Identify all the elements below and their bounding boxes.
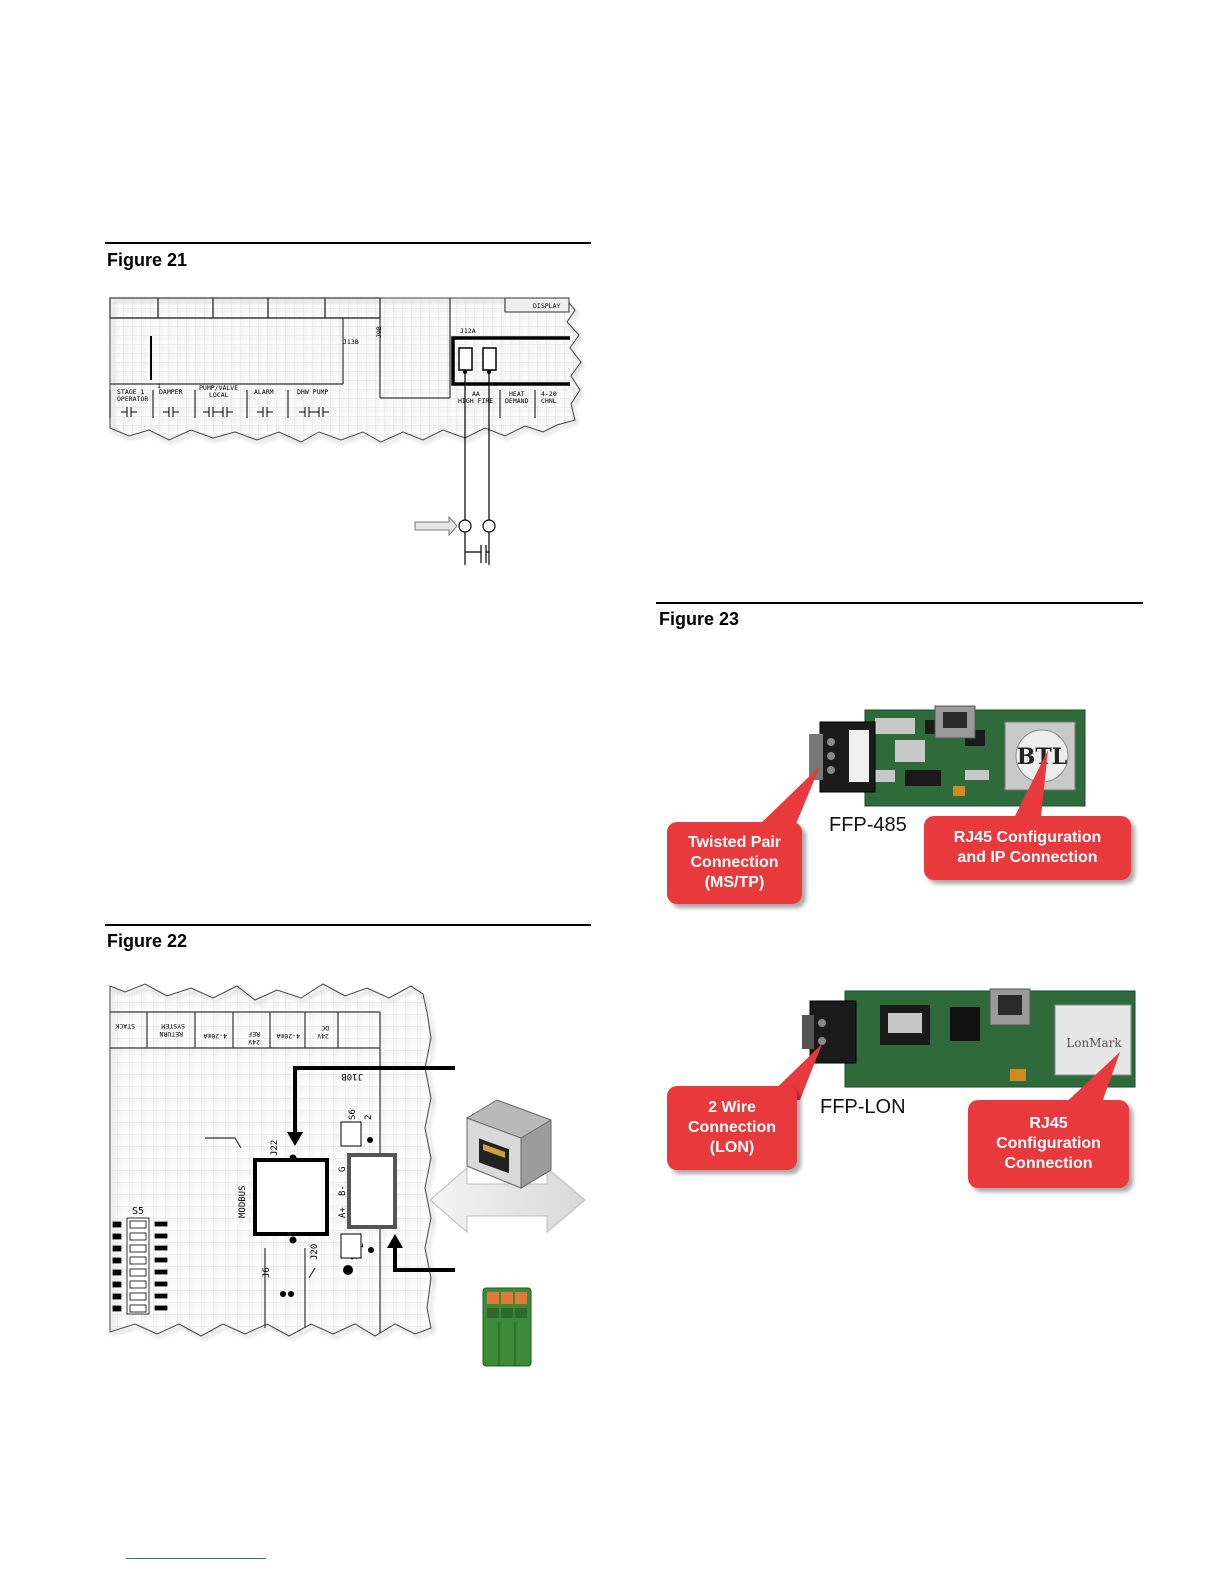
callout-twisted-pair: Twisted Pair Connection (MS/TP) <box>667 822 802 904</box>
terminal-stage1: STAGE 1 <box>117 388 144 396</box>
terminal-aa: AA <box>472 390 480 398</box>
label-return: RETURN <box>159 1030 183 1038</box>
terminal-damper: DAMPER <box>159 388 183 396</box>
j10b-label: J10B <box>341 1071 363 1081</box>
terminal-block-icon <box>482 1287 532 1367</box>
callout-pointer-1 <box>760 766 820 824</box>
pin-a-plus: A+ <box>338 1207 348 1218</box>
label-4-20ma-2: 4-20mA <box>276 1032 300 1040</box>
pointer-arrow-icon <box>414 515 458 537</box>
pin-b-minus: B- <box>338 1185 348 1196</box>
terminal-4-20: 4-20 <box>541 390 557 398</box>
terminal-dhw-pump: DHW PUMP <box>297 388 328 396</box>
ffp-lon-board: LonMark <box>802 988 1136 1088</box>
figure-21-title: Figure 21 <box>107 250 188 270</box>
schematic-paper <box>109 297 582 443</box>
footer-link-underline <box>126 1558 266 1559</box>
lonmark-logo: LonMark <box>1066 1036 1122 1050</box>
terminal-stage1-sub: OPERATOR <box>117 395 148 403</box>
label-4-20ma-1: 4-20mA <box>203 1032 227 1040</box>
pin-g: G <box>338 1167 348 1172</box>
j9b-label: J9B <box>375 326 383 338</box>
figure-22-rule <box>105 924 591 926</box>
terminal-alarm: ALARM <box>254 388 274 396</box>
terminal-pump-valve-sub: LOCAL <box>209 391 229 399</box>
ffp-485-board: BTL <box>809 705 1086 807</box>
label-dc: DC <box>321 1024 329 1032</box>
figure-21-rule <box>105 242 591 244</box>
figure-22-title: Figure 22 <box>107 931 188 951</box>
j12a-label: J12A <box>460 327 476 335</box>
label-24v-2: 24V <box>317 1032 329 1040</box>
callout-2-wire: 2 Wire Connection (LON) <box>667 1086 797 1170</box>
terminal-heat: HEAT <box>509 390 525 398</box>
figure-21-diagram: DISPLAY J13B J12A J9B STAGE 1 OPERATOR D… <box>109 297 582 565</box>
figure-23-title: Figure 23 <box>659 609 740 629</box>
display-label: DISPLAY <box>533 302 560 310</box>
pin-2-top: 2 <box>364 1115 374 1120</box>
j20-label: J20 <box>310 1244 320 1260</box>
label-ref: REF <box>248 1030 260 1038</box>
callout-pointer-2 <box>1010 750 1048 826</box>
callout-rj45-config: RJ45 Configuration Connection <box>968 1100 1129 1188</box>
s6-label: S6 <box>348 1109 358 1120</box>
arrow-to-j22-icon <box>287 1132 303 1146</box>
double-arrow-icon <box>429 1166 586 1234</box>
modbus-label: MODBUS <box>238 1185 248 1218</box>
label-system: SYSTEM <box>161 1022 185 1030</box>
j22-label: J22 <box>270 1140 280 1156</box>
ffp-485-name: FFP-485 <box>829 814 907 836</box>
j13b-label: J13B <box>343 338 359 346</box>
callout-pointer-4 <box>1060 1052 1120 1108</box>
arrow-to-terminal-icon <box>387 1234 403 1248</box>
label-24v-1: 24V <box>248 1038 260 1046</box>
terminal-demand: DEMAND <box>505 397 529 405</box>
label-stack: STACK <box>115 1022 135 1030</box>
terminal-pump-valve: PUMP/VALVE <box>199 384 238 392</box>
terminal-high-fire: HIGH FIRE <box>458 397 493 405</box>
ffp-lon-name: FFP-LON <box>820 1096 906 1118</box>
pin-number: 1 <box>157 382 161 390</box>
figure-23-rule <box>656 602 1143 604</box>
rj45-jack-icon <box>466 1099 552 1189</box>
j22-connector <box>253 1158 329 1236</box>
figure-22-diagram: STACK SYSTEM RETURN 4-20mA 24V REF 4-20m… <box>109 983 586 1367</box>
terminal-chnl: CHNL <box>541 397 557 405</box>
s5-label: S5 <box>132 1206 144 1217</box>
j6-label: J6 <box>262 1267 272 1278</box>
callout-rj45-ip: RJ45 Configuration and IP Connection <box>924 816 1131 880</box>
modbus-terminal <box>347 1153 397 1229</box>
